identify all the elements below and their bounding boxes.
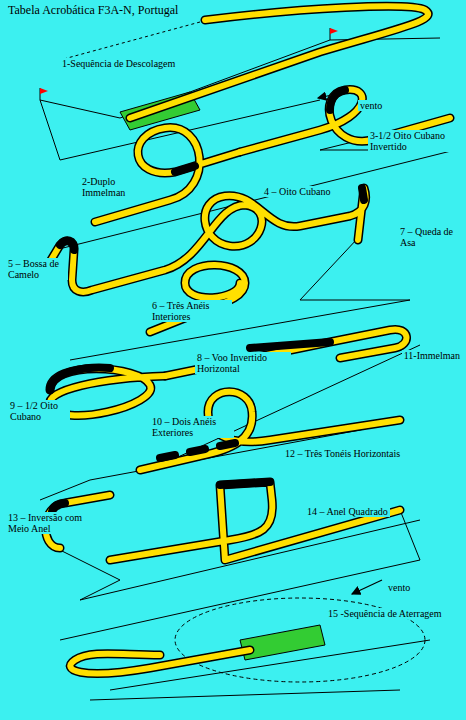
maneuver-label: vento [386, 582, 412, 593]
ribbon-dark-side [330, 90, 345, 110]
ribbon-dark-side [362, 188, 364, 200]
ribbon-outline [110, 482, 400, 560]
ribbon [95, 128, 240, 222]
ribbon-dark-side [220, 482, 270, 485]
maneuver-label: 7 – Queda de Asa [398, 226, 462, 248]
ribbon [165, 329, 406, 376]
maneuver-label: 1-Sequência de Descolagem [60, 58, 177, 69]
ribbon-outline [150, 265, 245, 332]
maneuver-label: vento [358, 100, 384, 111]
maneuver-ribbons [42, 6, 450, 673]
ribbon-dark-side [50, 368, 110, 390]
maneuver-label: 3-1/2 Oito Cubano Invertido [368, 130, 462, 152]
ribbon-outline [42, 188, 366, 292]
maneuver-label: 12 – Três Tonéis Horizontais [283, 448, 402, 459]
flight-path-lines [40, 22, 455, 700]
ribbon [150, 265, 245, 332]
ribbon-dark-side [250, 342, 330, 348]
maneuver-label: 13 – Inversão com Meio Anel [6, 512, 102, 534]
title: Tabela Acrobática F3A-N, Portugal [6, 4, 180, 17]
maneuver-label: 15 -Sequência de Aterragem [326, 608, 444, 619]
ribbon [110, 482, 400, 560]
maneuver-label: 2-Duplo Immelman [80, 176, 144, 198]
ribbon-dark-side [160, 443, 235, 458]
runway [40, 28, 338, 660]
ribbon-dark-side [60, 241, 74, 250]
maneuver-label: 6 – Três Anéis Interiores [150, 300, 232, 322]
maneuver-label: 10 – Dois Anéis Exteriores [150, 416, 234, 438]
maneuver-label: 14 – Anel Quadrado [305, 506, 390, 517]
maneuver-label: 11-Immelman [402, 350, 462, 361]
ribbon [42, 188, 366, 292]
ribbon [70, 650, 250, 673]
ribbon-outline [165, 329, 406, 376]
ribbon-dark-side [175, 166, 195, 172]
maneuver-label: 9 – 1/2 Oito Cubano [8, 400, 70, 422]
maneuver-label: 4 – Oito Cubano [262, 186, 332, 197]
maneuver-label: 5 – Bossa de Camelo [6, 258, 68, 280]
ribbon-outline [70, 650, 250, 673]
maneuver-label: 8 – Voo Invertido Horizontal [195, 352, 291, 374]
ribbon-outline [95, 128, 240, 222]
